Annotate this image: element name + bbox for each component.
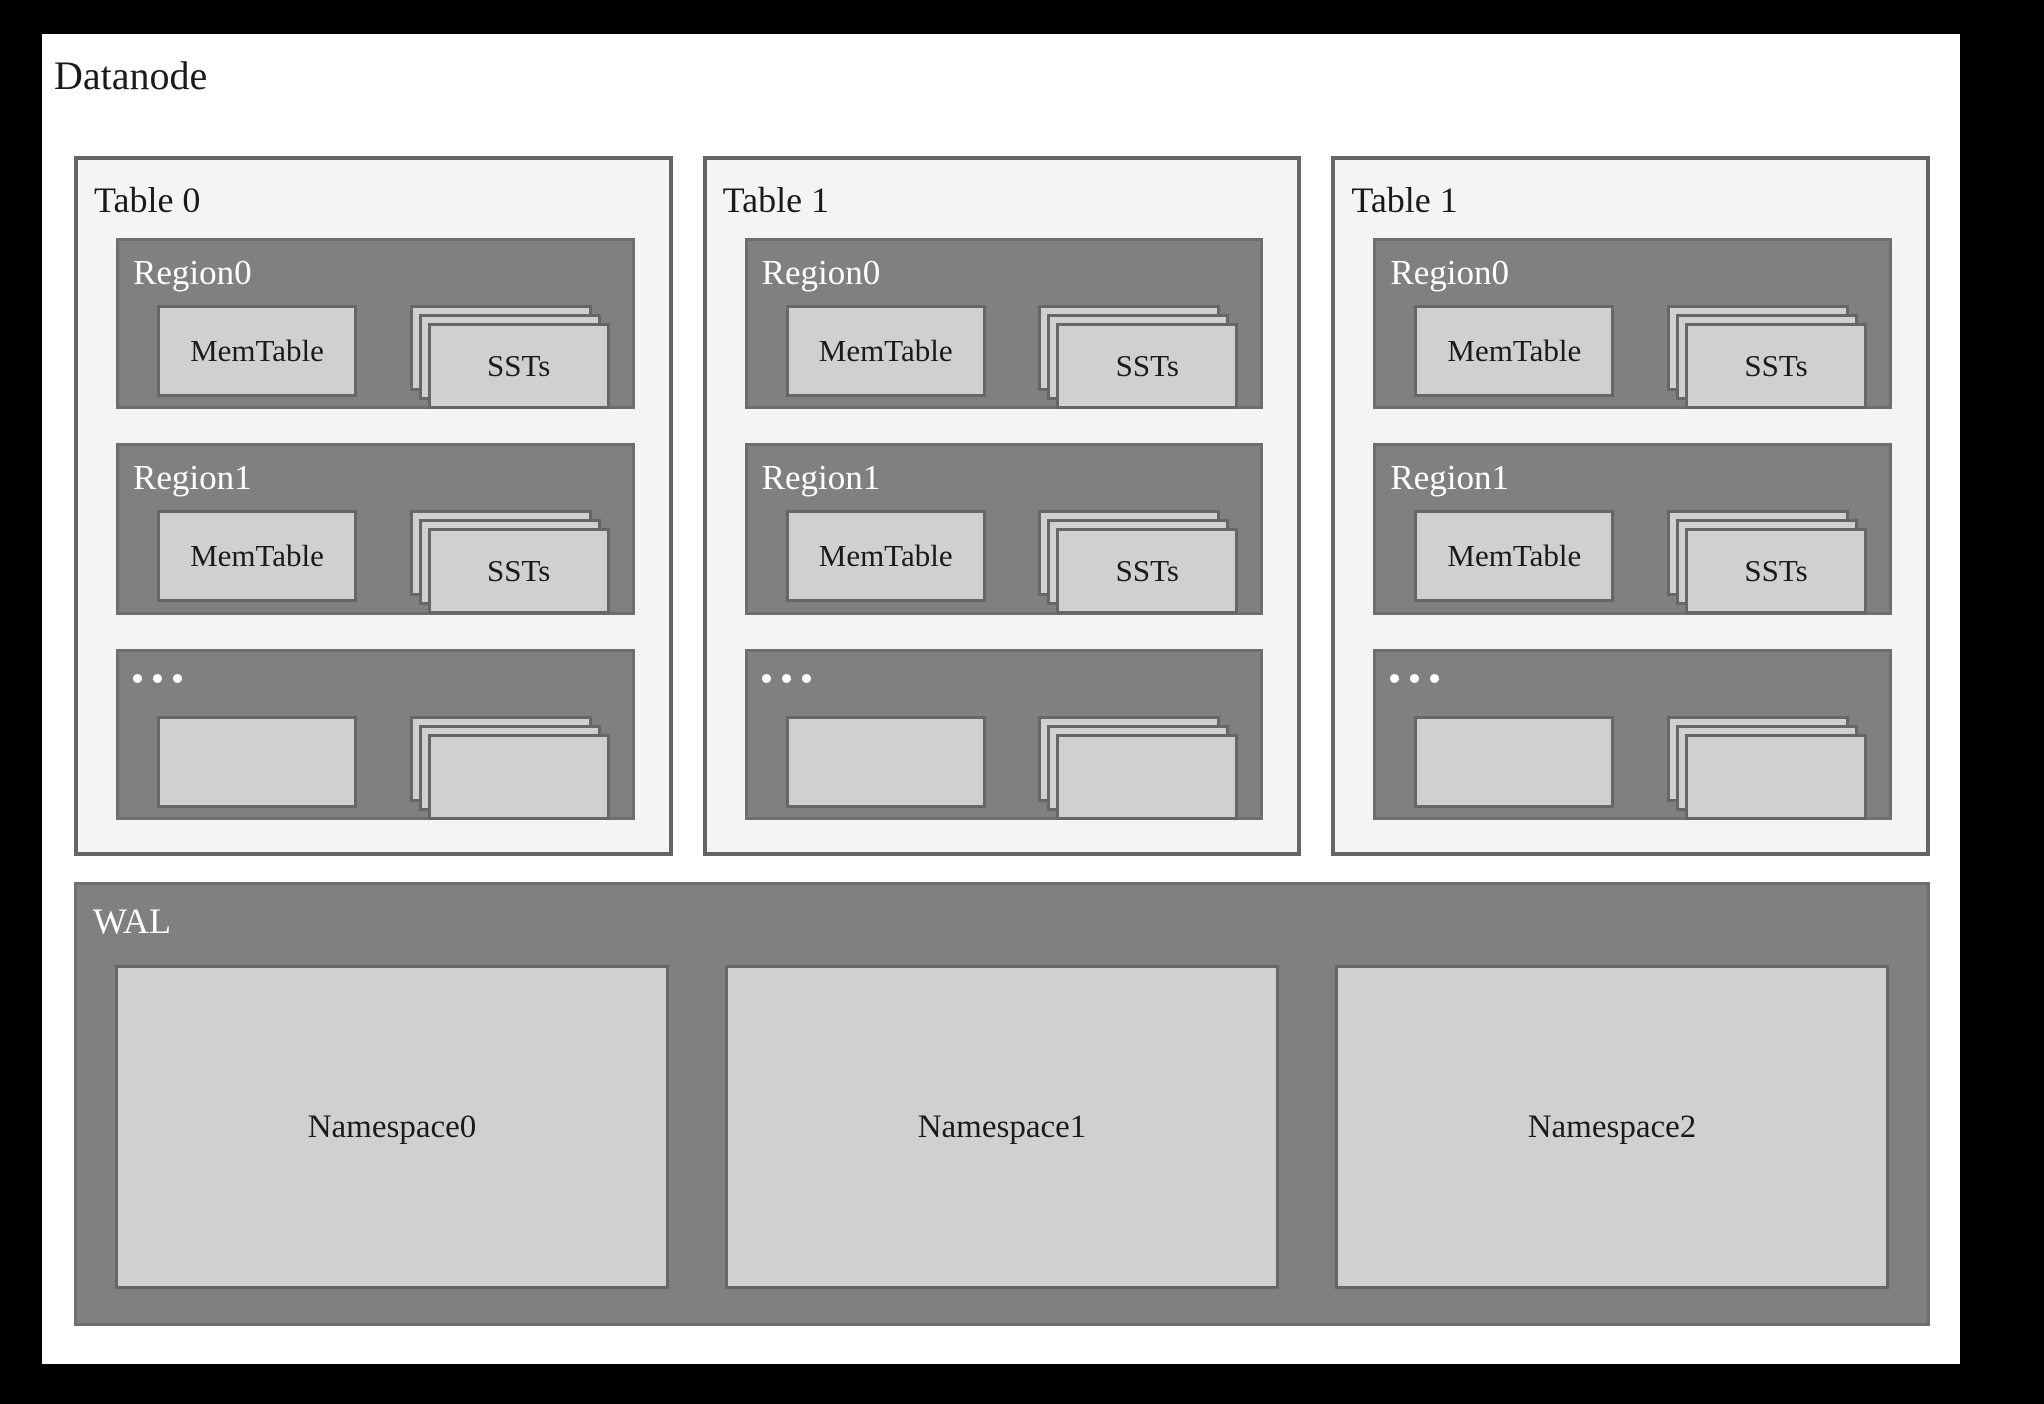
memtable-box[interactable]: MemTable	[785, 510, 986, 603]
sst-stack[interactable]: SSTs	[1038, 510, 1239, 620]
memtable-box[interactable]: MemTable	[157, 510, 357, 603]
table-title: Table 1	[1351, 180, 1458, 220]
sst-stack[interactable]: SSTs	[1667, 510, 1868, 620]
region-contents: MemTable SSTs	[119, 305, 632, 409]
region-contents	[748, 715, 1261, 820]
region-title: Region0	[1390, 253, 1509, 292]
memtable-box-placeholder[interactable]	[157, 715, 357, 808]
region-contents: MemTable SSTs	[119, 510, 632, 615]
sst-sheet	[1056, 733, 1239, 820]
region-box-more[interactable]	[744, 648, 1264, 820]
memtable-box-placeholder[interactable]	[1414, 715, 1615, 808]
sst-sheet: SSTs	[1685, 528, 1868, 615]
table-title: Table 1	[722, 180, 830, 220]
sst-stack-placeholder[interactable]	[1038, 715, 1239, 826]
sst-sheet: SSTs	[427, 323, 610, 409]
region-title: Region0	[761, 253, 881, 292]
page-title: Datanode	[54, 53, 208, 98]
sst-sheet: SSTs	[1685, 323, 1868, 409]
sst-sheet	[427, 733, 610, 820]
sst-stack-placeholder[interactable]	[409, 715, 610, 826]
region-box-more[interactable]	[1373, 648, 1893, 820]
region-contents: MemTable SSTs	[748, 305, 1261, 409]
wal-label: WAL	[93, 901, 171, 941]
memtable-box[interactable]: MemTable	[1414, 510, 1615, 603]
namespace-box[interactable]: Namespace2	[1335, 965, 1889, 1289]
region-contents: MemTable SSTs	[748, 510, 1261, 615]
region-title: Region0	[133, 253, 252, 292]
ellipsis-icon	[761, 673, 811, 683]
sst-sheet: SSTs	[427, 528, 610, 615]
sst-stack[interactable]: SSTs	[1667, 305, 1868, 415]
sst-sheet: SSTs	[1056, 528, 1239, 615]
namespace-box[interactable]: Namespace0	[115, 965, 669, 1289]
sst-stack-placeholder[interactable]	[1667, 715, 1868, 826]
sst-stack[interactable]: SSTs	[409, 305, 610, 415]
memtable-box[interactable]: MemTable	[785, 305, 986, 397]
region-contents: MemTable SSTs	[1376, 305, 1889, 409]
region-contents	[119, 715, 632, 820]
region-contents	[1376, 715, 1889, 820]
region-box-more[interactable]	[116, 648, 635, 820]
table-title: Table 0	[94, 180, 201, 220]
ellipsis-icon	[133, 673, 182, 683]
sst-stack[interactable]: SSTs	[409, 510, 610, 620]
sst-sheet: SSTs	[1056, 323, 1239, 409]
region-title: Region1	[761, 458, 881, 498]
memtable-box[interactable]: MemTable	[157, 305, 357, 397]
namespace-box[interactable]: Namespace1	[725, 965, 1279, 1289]
region-title: Region1	[1390, 458, 1509, 498]
memtable-box-placeholder[interactable]	[785, 715, 986, 808]
memtable-box[interactable]: MemTable	[1414, 305, 1615, 397]
sst-stack[interactable]: SSTs	[1038, 305, 1239, 415]
region-contents: MemTable SSTs	[1376, 510, 1889, 615]
ellipsis-icon	[1390, 673, 1440, 683]
region-title: Region1	[133, 458, 252, 498]
sst-sheet	[1685, 733, 1868, 820]
